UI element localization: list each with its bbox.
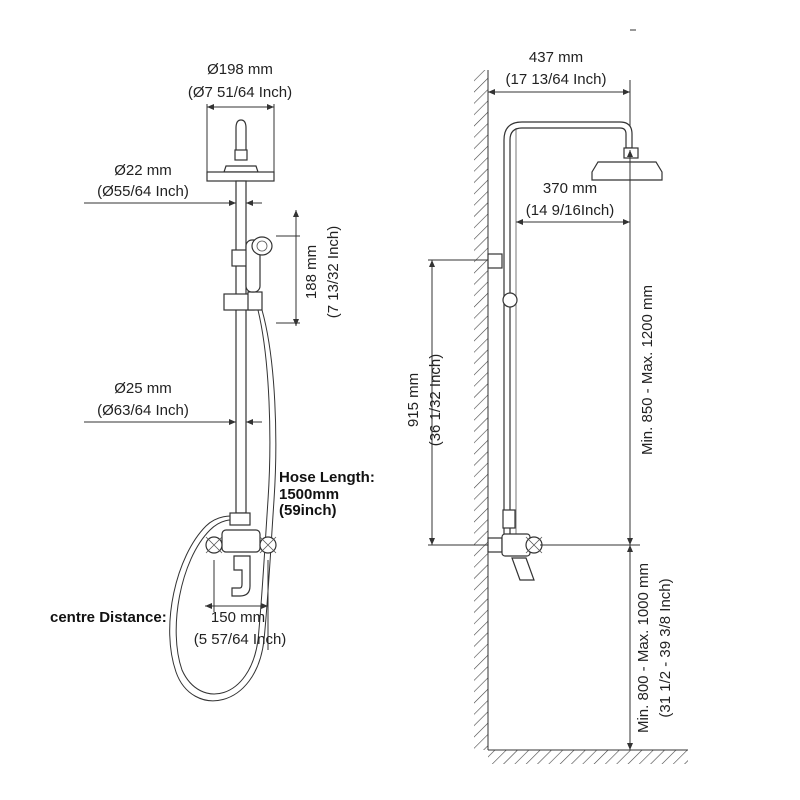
hose-curve-outer (169, 309, 277, 702)
handshower-length-in-label: (7 13/32 Inch) (325, 226, 342, 319)
centre-distance-label: centre Distance: (50, 609, 167, 626)
arm-reach-label: 370 mm (543, 180, 597, 197)
wall-bracket (487, 253, 503, 269)
handshower-length-label: 188 mm (303, 245, 320, 299)
hand-shower (245, 236, 273, 293)
centre-distance-in: (5 57/64 Inch) (194, 631, 287, 648)
bracket-distance-label: 915 mm (405, 373, 422, 427)
shower-head-side (591, 147, 663, 181)
hose-length-mm: 1500mm (279, 486, 339, 503)
lower-fitting (502, 509, 516, 529)
shower-head-front (206, 119, 275, 182)
arm-diameter-label: Ø22 mm (114, 162, 172, 179)
mixer-height-label: Min. 800 - Max. 1000 mm (635, 563, 652, 733)
mixer-side (487, 533, 543, 581)
head-diameter-label: Ø198 mm (207, 61, 273, 78)
height-range-label: Min. 850 - Max. 1200 mm (639, 285, 656, 455)
mixer-height-in-label: (31 1/2 - 39 3/8 Inch) (657, 578, 674, 717)
right-view-side (428, 29, 688, 764)
hose-length-in: (59inch) (279, 502, 337, 519)
overall-width-in-label: (17 13/64 Inch) (506, 71, 607, 88)
riser-pipe (235, 180, 247, 514)
bracket-distance-in-label: (36 1/32 Inch) (427, 354, 444, 447)
head-diameter-in-label: (Ø7 51/64 Inch) (188, 84, 292, 101)
overall-width-label: 437 mm (529, 49, 583, 66)
wall-hatch (474, 70, 488, 750)
centre-distance-mm: 150 mm (211, 609, 265, 626)
floor-hatch (488, 750, 688, 764)
hose-length-label: Hose Length: (279, 469, 375, 486)
arm-reach-in-label: (14 9/16Inch) (526, 202, 614, 219)
rail-diameter-label: Ø25 mm (114, 380, 172, 397)
rail-diameter-in-label: (Ø63/64 Inch) (97, 402, 189, 419)
left-view-front (84, 104, 300, 702)
arm-diameter-in-label: (Ø55/64 Inch) (97, 183, 189, 200)
mixer-valve (205, 512, 277, 597)
slider-knob (502, 292, 518, 308)
hose-curve (175, 309, 271, 695)
